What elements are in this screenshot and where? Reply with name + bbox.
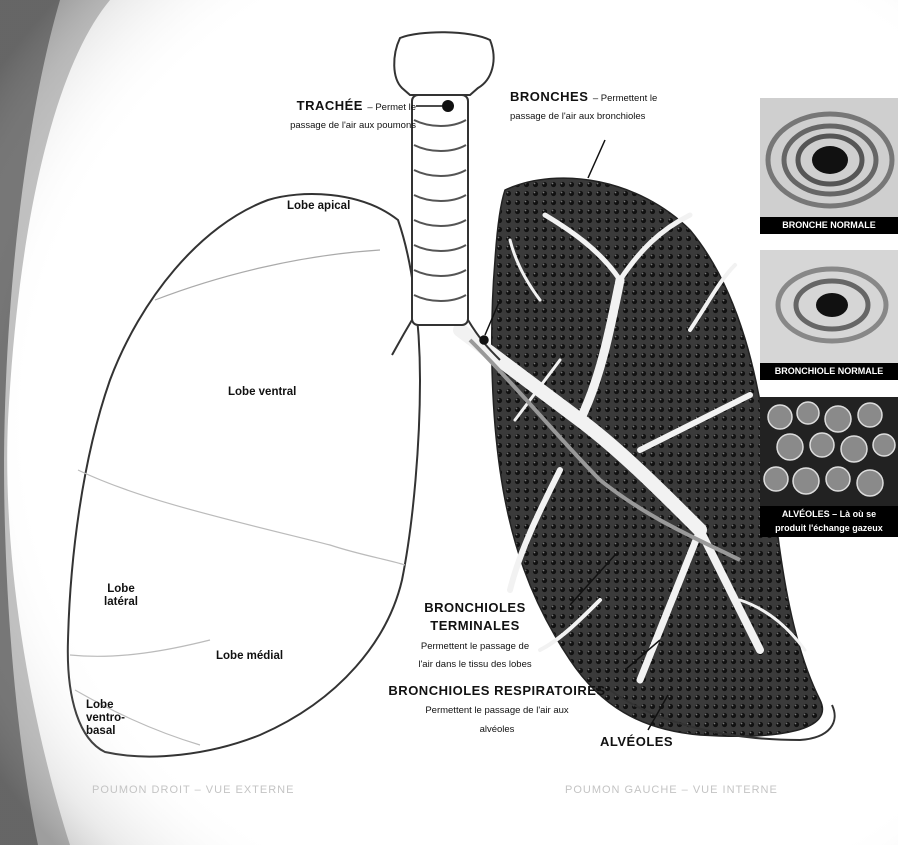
bronches-title: BRONCHES <box>510 89 588 104</box>
alveoles-label: ALVÉOLES <box>600 735 673 750</box>
bronche-photo <box>760 98 898 218</box>
bronchiole-normale-caption: BRONCHIOLE NORMALE <box>760 363 898 380</box>
bronchioles-resp-desc-1: Permettent le passage de l'air aux <box>425 705 568 716</box>
bronchioles-resp: BRONCHIOLES RESPIRATOIRES <box>388 683 605 698</box>
lobe-ventral-label: Lobe ventral <box>228 386 296 399</box>
inset-bronche-normale: BRONCHE NORMALE <box>760 98 898 234</box>
trachea-label: TRACHÉE – Permet le passage de l'air aux… <box>188 97 416 134</box>
bronchioles-terminales-label: BRONCHIOLES TERMINALES Permettent le pas… <box>360 599 590 673</box>
trachea-title: TRACHÉE <box>297 98 363 113</box>
lobe-medial-label: Lobe médial <box>216 650 283 663</box>
inset-bronchiole-normale: BRONCHIOLE NORMALE <box>760 250 898 380</box>
trachea-desc-2: passage de l'air aux poumons <box>290 120 416 131</box>
bronchioles-term-desc-2: l'air dans le tissu des lobes <box>418 659 531 670</box>
lobe-lateral-label: Lobe latéral <box>96 583 146 609</box>
inset-alveoles: ALVÉOLES – Là où se produit l'échange ga… <box>760 397 898 537</box>
alveoles-caption-1: ALVÉOLES – Là où se <box>782 509 876 519</box>
footer-right-caption: POUMON GAUCHE – VUE INTERNE <box>565 784 778 796</box>
footer-left-caption: POUMON DROIT – VUE EXTERNE <box>92 784 294 796</box>
bronchiole-photo <box>760 250 898 364</box>
lobe-lateral-2: latéral <box>104 596 138 608</box>
bronchioles-term-1: BRONCHIOLES <box>424 600 526 615</box>
bronchioles-term-desc-1: Permettent le passage de <box>421 641 529 652</box>
lobe-apical-label: Lobe apical <box>287 200 350 213</box>
lobe-lateral-1: Lobe <box>107 583 134 595</box>
lobe-ventro-basal-label: Lobe ventro- basal <box>86 699 146 739</box>
bronches-desc-1: – Permettent le <box>593 93 657 104</box>
alveoles-photo <box>760 397 898 507</box>
bronchioles-respiratoires-label: BRONCHIOLES RESPIRATOIRES Permettent le … <box>362 682 632 737</box>
bronches-desc-2: passage de l'air aux bronchioles <box>510 111 645 122</box>
lobe-ventro-1: Lobe <box>86 699 113 711</box>
trachea-desc-1: – Permet le <box>367 102 416 113</box>
bronchioles-resp-desc-2: alvéoles <box>480 724 515 735</box>
lobe-ventro-3: basal <box>86 725 115 737</box>
bronche-normale-caption: BRONCHE NORMALE <box>760 217 898 234</box>
alveoles-caption-2: produit l'échange gazeux <box>775 523 883 533</box>
bronchioles-term-2: TERMINALES <box>430 618 520 633</box>
bronches-label: BRONCHES – Permettent le passage de l'ai… <box>510 88 740 125</box>
lobe-ventro-2: ventro- <box>86 712 125 724</box>
alveoles-caption: ALVÉOLES – Là où se produit l'échange ga… <box>760 506 898 537</box>
